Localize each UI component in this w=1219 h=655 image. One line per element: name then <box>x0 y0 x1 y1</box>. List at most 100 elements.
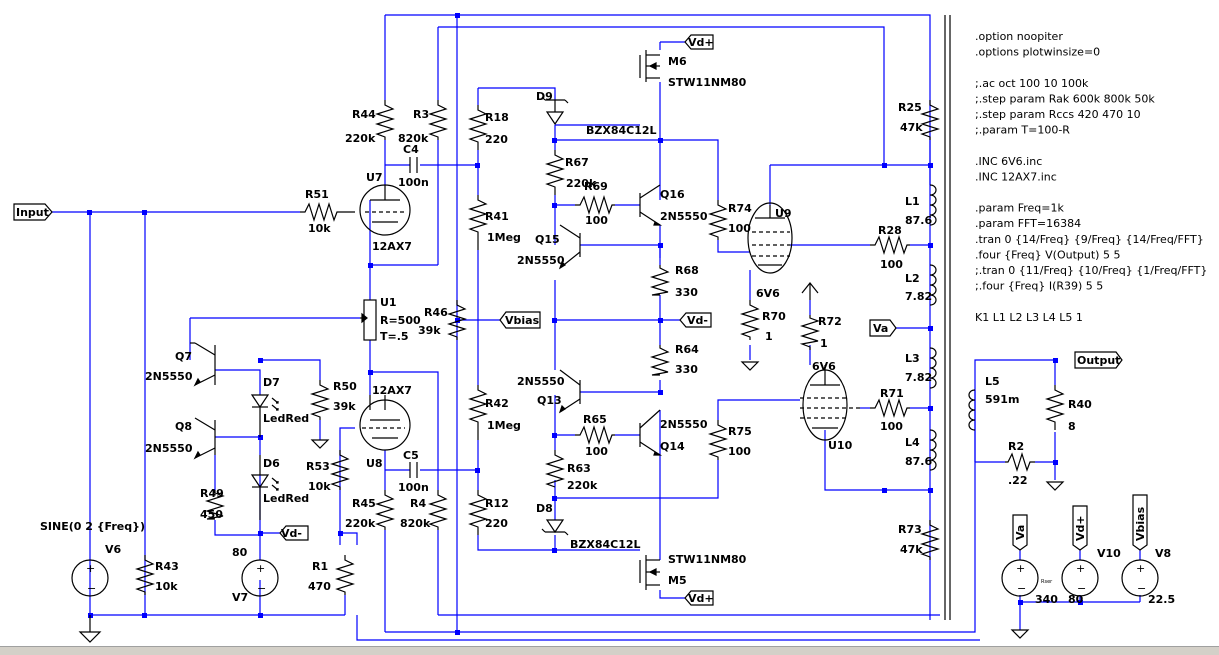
diodes[interactable] <box>250 96 569 536</box>
net-flags[interactable]: Input Vbias Vd+ Vd+ Vd- Vd- Va Output <box>13 34 1148 606</box>
capacitor-C4 <box>409 157 418 173</box>
svg-text:R72: R72 <box>818 315 842 328</box>
zener-D9 <box>541 96 569 126</box>
resistor-R75 <box>707 420 729 460</box>
resistors[interactable] <box>134 100 1066 595</box>
ground-icon <box>740 361 760 371</box>
potentiometer-U1[interactable] <box>360 299 377 341</box>
resistor-R43 <box>134 555 156 595</box>
svg-text:R40: R40 <box>1068 398 1092 411</box>
net-flag-vd-plus-top: Vd+ <box>684 34 714 50</box>
svg-text:100n: 100n <box>398 481 429 494</box>
svg-text:450: 450 <box>200 508 223 521</box>
svg-text:SINE(0 2 {Freq}): SINE(0 2 {Freq}) <box>40 520 145 533</box>
svg-text:+: + <box>1076 562 1085 575</box>
directive-line: .INC 6V6.inc <box>975 155 1042 168</box>
resistor-R25 <box>919 100 941 140</box>
resistor-R41 <box>467 195 489 250</box>
svg-text:R53: R53 <box>306 460 330 473</box>
voltage-sources[interactable]: + − + − + − + − + − <box>71 559 1159 597</box>
svg-text:Input: Input <box>16 206 49 219</box>
svg-text:7.82: 7.82 <box>905 290 932 303</box>
svg-text:R50: R50 <box>333 380 357 393</box>
net-flag-va-vertical: Va <box>1012 514 1028 551</box>
resistor-R4 <box>427 490 449 530</box>
svg-text:39k: 39k <box>333 400 356 413</box>
ground-icon <box>1010 629 1030 639</box>
tube-U8 <box>359 395 411 451</box>
svg-text:−: − <box>257 582 266 595</box>
svg-text:+: + <box>1016 562 1025 575</box>
resistor-R63 <box>544 450 566 488</box>
svg-text:12AX7: 12AX7 <box>372 240 412 253</box>
svg-text:39k: 39k <box>418 324 441 337</box>
svg-text:U10: U10 <box>828 439 853 452</box>
svg-text:L1: L1 <box>905 195 920 208</box>
svg-text:87.6: 87.6 <box>905 455 932 468</box>
component-labels: R44 220k R3 820k C4 100n R18 220 D9 BZX8… <box>40 55 1175 606</box>
svg-text:T=.5: T=.5 <box>380 330 409 343</box>
svg-text:C4: C4 <box>403 143 419 156</box>
svg-text:820k: 820k <box>398 132 429 145</box>
svg-text:Vbias: Vbias <box>505 314 540 327</box>
resistor-R44 <box>374 100 396 140</box>
junction-dots <box>87 13 1083 635</box>
svg-text:47k: 47k <box>900 543 923 556</box>
svg-text:220k: 220k <box>567 479 598 492</box>
svg-text:Q13: Q13 <box>537 394 562 407</box>
svg-text:R2: R2 <box>1008 440 1024 453</box>
svg-text:C5: C5 <box>403 449 419 462</box>
svg-text:R67: R67 <box>565 156 589 169</box>
svg-text:V6: V6 <box>105 543 122 556</box>
svg-text:2N5550: 2N5550 <box>660 210 708 223</box>
svg-text:LedRed: LedRed <box>263 412 309 425</box>
ground-icon <box>310 439 330 449</box>
directive-line: .four {Freq} V(Output) 5 5 <box>975 248 1120 261</box>
ground-icon <box>78 631 102 643</box>
svg-text:U1: U1 <box>380 296 397 309</box>
svg-text:100: 100 <box>585 214 608 227</box>
svg-text:R69: R69 <box>584 180 608 193</box>
svg-text:R=500: R=500 <box>380 314 421 327</box>
svg-text:R46: R46 <box>424 306 448 319</box>
net-flag-va: Va <box>869 319 897 337</box>
inductors[interactable] <box>929 15 976 620</box>
resistor-R67 <box>544 150 566 195</box>
transistors[interactable] <box>190 50 663 590</box>
svg-text:100: 100 <box>728 445 751 458</box>
capacitors[interactable] <box>409 157 418 478</box>
svg-text:R3: R3 <box>413 108 429 121</box>
svg-text:Va: Va <box>1014 525 1027 540</box>
inductor-L4 <box>929 429 937 471</box>
svg-text:820k: 820k <box>400 517 431 530</box>
resistor-R51 <box>300 201 355 223</box>
svg-text:1Meg: 1Meg <box>487 231 521 244</box>
svg-text:.22: .22 <box>1008 474 1028 487</box>
svg-text:591m: 591m <box>985 393 1019 406</box>
svg-text:10k: 10k <box>308 222 331 235</box>
svg-text:BZX84C12L: BZX84C12L <box>586 124 657 137</box>
net-flag-input: Input <box>13 203 53 221</box>
svg-text:220k: 220k <box>566 177 597 190</box>
resistor-R18 <box>467 105 489 150</box>
svg-text:Va: Va <box>873 322 888 335</box>
svg-text:Vbias: Vbias <box>1134 506 1147 541</box>
svg-text:STW11NM80: STW11NM80 <box>668 76 747 89</box>
svg-text:2N5550: 2N5550 <box>517 375 565 388</box>
mosfet-M5 <box>639 555 660 590</box>
svg-text:7.82: 7.82 <box>905 371 932 384</box>
svg-text:U7: U7 <box>366 171 383 184</box>
svg-text:R74: R74 <box>728 202 752 215</box>
svg-text:LedRed: LedRed <box>263 492 309 505</box>
svg-text:R28: R28 <box>878 224 902 237</box>
svg-text:80: 80 <box>232 546 248 559</box>
vacuum-tubes[interactable] <box>359 184 860 451</box>
net-flag-vd-plus-vertical: Vd+ <box>1072 505 1088 551</box>
svg-text:−: − <box>1017 582 1026 595</box>
svg-text:220: 220 <box>485 517 508 530</box>
resistor-R42 <box>467 385 489 440</box>
resistor-R50 <box>309 380 331 420</box>
net-flag-vd-minus-left: Vd- <box>279 525 309 541</box>
svg-text:D9: D9 <box>536 90 553 103</box>
